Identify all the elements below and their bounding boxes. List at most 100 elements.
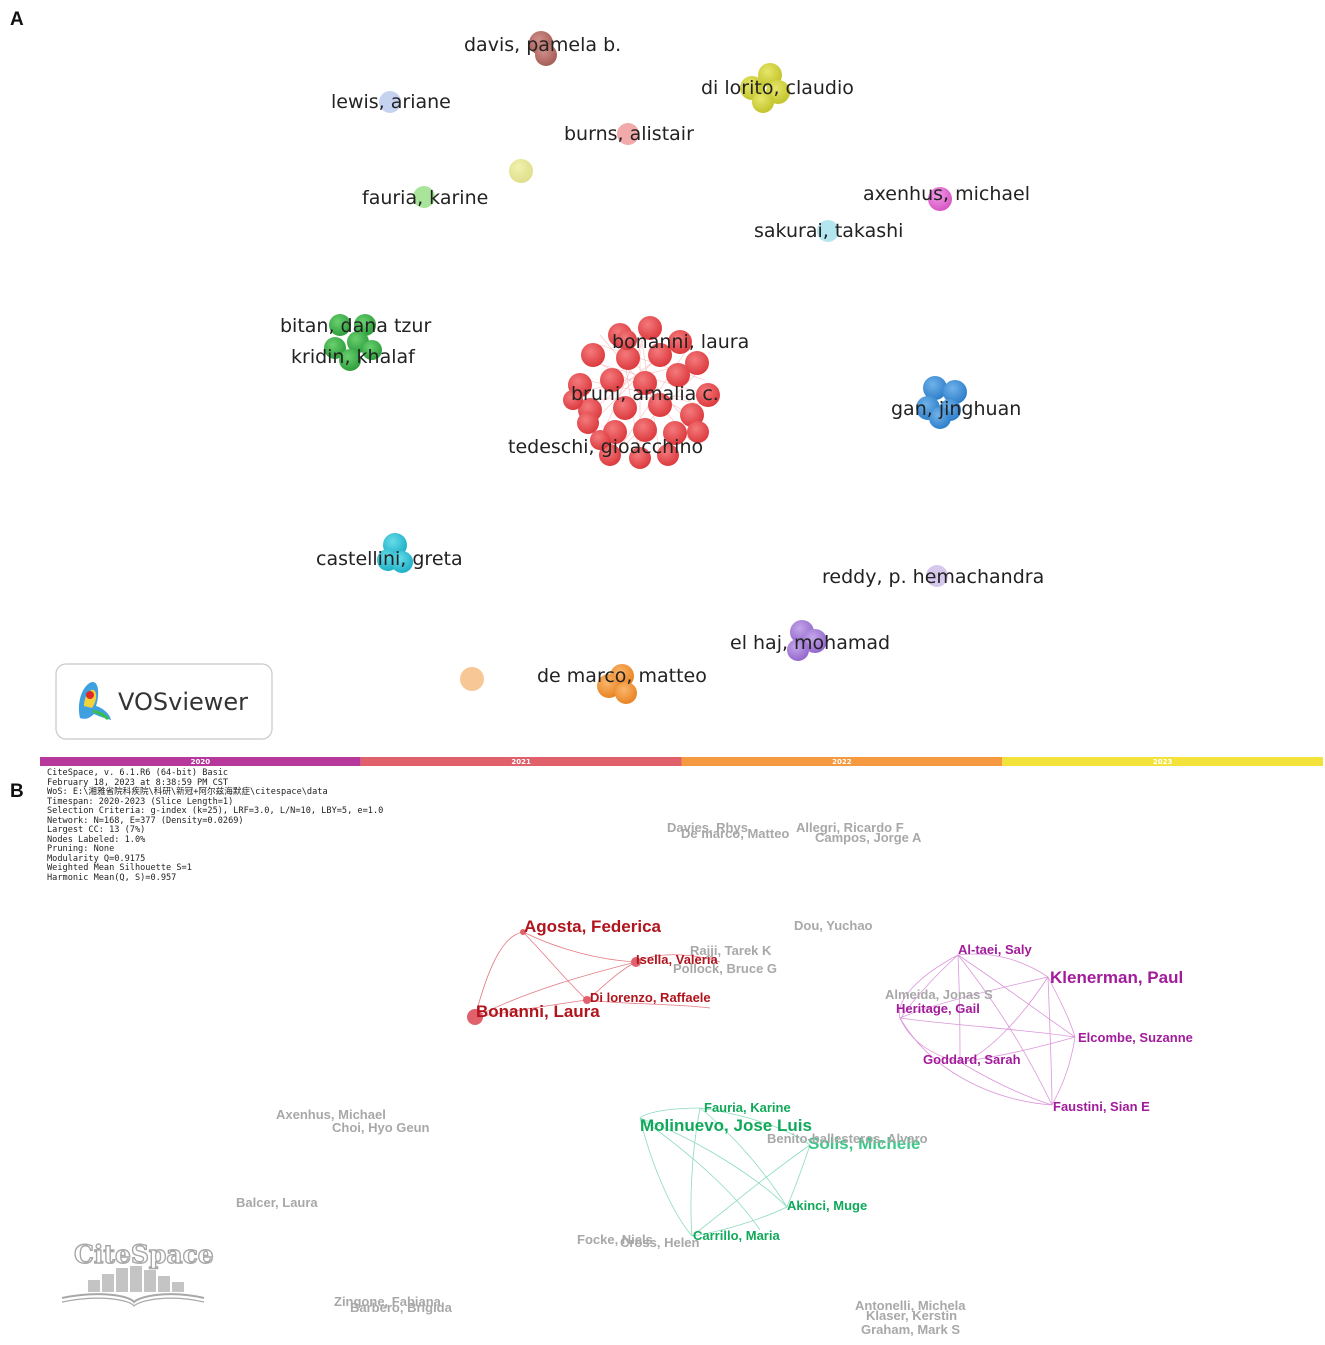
timeline-segment [1002, 757, 1323, 766]
cyan-cluster-nodes [377, 533, 413, 573]
vos-label: bruni, amalia c. [571, 383, 719, 405]
cs-label-green: Akinci, Muge [787, 1198, 867, 1213]
timeline-segment [40, 757, 361, 766]
pink-node [928, 187, 952, 211]
cs-red-cluster-links [474, 931, 721, 1018]
cs-label-purple: Elcombe, Suzanne [1078, 1030, 1193, 1045]
brown-cluster-nodes [529, 31, 557, 66]
vosviewer-logo-icon [78, 681, 111, 721]
panel-a-letter: A [10, 9, 24, 30]
cs-label-purple: Goddard, Sarah [923, 1052, 1021, 1067]
vos-label: gan, jinghuan [891, 398, 1021, 420]
cs-label-gray: Rajji, Tarek K [690, 943, 772, 958]
cs-red-labels: Agosta, Federica Isella, Valeria Di lore… [476, 917, 718, 1021]
node [631, 957, 641, 967]
vos-label: reddy, p. hemachandra [822, 566, 1044, 588]
vos-label: tedeschi, gioacchino [508, 436, 703, 458]
cs-label-red: Bonanni, Laura [476, 1002, 600, 1021]
cs-label-gray: Benito-ballesteros, Alvaro [767, 1131, 928, 1146]
purple-cluster-nodes [787, 620, 827, 661]
cs-label-purple: Klenerman, Paul [1050, 968, 1183, 987]
cs-label-gray: Pollock, Bruce G [673, 961, 777, 976]
vos-network [324, 31, 967, 704]
cs-label-gray: Allegri, Ricardo F [796, 820, 904, 835]
vos-label: kridin, khalaf [291, 346, 416, 368]
cs-label-red: Isella, Valeria [636, 952, 718, 967]
citespace-logo-text: CiteSpace [74, 1240, 214, 1269]
vos-label: sakurai, takashi [754, 220, 903, 242]
vos-labels: davis, pamela b. lewis, ariane di lorito… [280, 34, 1044, 687]
vos-label: di lorito, claudio [701, 77, 854, 99]
cs-label-green: Fauria, Karine [704, 1100, 791, 1115]
lavender-node [926, 565, 948, 587]
cs-label-gray: Choi, Hyo Geun [332, 1120, 430, 1135]
cs-green-cluster-links [639, 1107, 811, 1237]
metadata-line: Selection Criteria: g-index (k=25), LRF=… [47, 806, 383, 816]
vos-label: axenhus, michael [863, 183, 1030, 205]
vos-label: bitan, dana tzur [280, 315, 431, 337]
cs-label-gray: Klaser, Kerstin [866, 1308, 957, 1323]
lightcyan-node [817, 220, 839, 242]
cs-label-gray: Balcer, Laura [236, 1195, 318, 1210]
blue-cluster-nodes [916, 376, 967, 429]
timeline-year-label: 2023 [1153, 758, 1173, 766]
metadata-line: CiteSpace, v. 6.1.R6 (64-bit) Basic [47, 768, 228, 778]
vos-label: de marco, matteo [537, 665, 707, 687]
timeline-segment [360, 757, 682, 766]
cs-label-purple: Heritage, Gail [896, 1001, 980, 1016]
cs-label-gray: Focke, Niels [577, 1232, 653, 1247]
cs-purple-cluster-links [898, 953, 1076, 1106]
cs-label-red: Agosta, Federica [524, 917, 662, 936]
cs-label-green: Molinuevo, Jose Luis [640, 1116, 812, 1135]
cs-label-gray: Davies, Rhys [667, 820, 748, 835]
cs-label-green: Carrillo, Maria [693, 1228, 780, 1243]
node [467, 1009, 483, 1025]
timeline-year-label: 2021 [511, 758, 531, 766]
lightgreen-node [413, 186, 435, 208]
vos-label: fauria, karine [362, 187, 488, 209]
timeline-year-label: 2022 [832, 758, 852, 766]
cs-gray-labels: Davies, Rhys De marco, Matteo Allegri, R… [236, 820, 993, 1337]
cs-label-red: Di lorenzo, Raffaele [590, 990, 711, 1005]
red-cluster-nodes [563, 316, 720, 469]
timeline-bar: 2020 2021 2022 2023 [40, 757, 1323, 766]
orange-cluster-nodes [597, 664, 637, 704]
cs-label-purple: Faustini, Sian E [1053, 1099, 1150, 1114]
vos-label: davis, pamela b. [464, 34, 621, 56]
cs-label-gray: Barbero, Brigida [350, 1300, 453, 1315]
cs-label-gray: Zingone, Fabiana [334, 1294, 442, 1309]
metadata-line: Modularity Q=0.9175 [47, 854, 145, 864]
node [520, 929, 526, 935]
metadata-line: WoS: E:\湘雅省院科疾院\科研\新冠+阿尔兹海默症\citespace\d… [47, 785, 328, 797]
cs-label-gray: De marco, Matteo [681, 826, 789, 841]
vos-label: el haj, mohamad [730, 632, 890, 654]
metadata-line: Harmonic Mean(Q, S)=0.957 [47, 873, 176, 883]
metadata-line: Pruning: None [47, 844, 114, 854]
metadata-line: Weighted Mean Silhouette S=1 [47, 863, 192, 873]
lightblue-node [379, 91, 401, 113]
vos-label: castellini, greta [316, 548, 463, 570]
cs-label-gray: Cross, Helen [620, 1235, 700, 1250]
cs-label-green: Solis, Michele [808, 1134, 920, 1153]
vosviewer-logo-text: VOSviewer [118, 688, 248, 716]
vos-label: burns, alistair [564, 123, 694, 145]
green-cluster-nodes [324, 314, 382, 371]
cs-label-gray: Campos, Jorge A [815, 830, 922, 845]
yellow-single-node [509, 159, 533, 183]
cs-label-gray: Dou, Yuchao [794, 918, 873, 933]
cs-label-gray: Antonelli, Michela [855, 1298, 966, 1313]
citespace-logo-bars-icon [88, 1266, 184, 1292]
citespace-logo-book-icon [61, 1293, 205, 1304]
cs-purple-labels: Al-taei, Saly Klenerman, Paul Heritage, … [896, 942, 1193, 1114]
cs-label-purple: Al-taei, Saly [958, 942, 1032, 957]
timeline-year-label: 2020 [191, 758, 211, 766]
citespace-metadata: CiteSpace, v. 6.1.R6 (64-bit) Basic Febr… [47, 768, 383, 883]
salmon-node [617, 123, 639, 145]
cs-label-gray: Axenhus, Michael [276, 1107, 386, 1122]
cs-label-gray: Almeida, Jonas S [885, 987, 993, 1002]
metadata-line: Network: N=168, E=377 (Density=0.0269) [47, 816, 244, 826]
vosviewer-logo: VOSviewer [55, 663, 273, 740]
node [583, 996, 591, 1004]
metadata-line: Timespan: 2020-2023 (Slice Length=1) [47, 797, 233, 807]
